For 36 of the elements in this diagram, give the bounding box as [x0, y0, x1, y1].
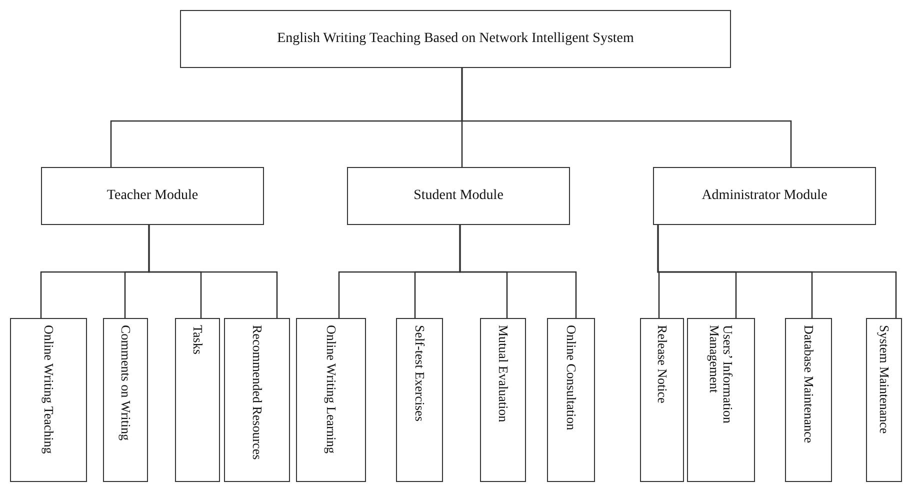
module-box [180, 10, 731, 68]
box-label: Online Writing Learning [324, 325, 338, 454]
box-label: English Writing Teaching Based on Network Intelligent System [277, 31, 634, 47]
box-label: System Maintenance [877, 325, 891, 434]
box-label: Administrator Module [702, 188, 828, 204]
function-box [547, 318, 595, 482]
box-label: Database Maintenance [802, 325, 816, 444]
box-label: Comments on Writing [118, 325, 132, 441]
box-label: Teacher Module [106, 188, 198, 204]
box-label: Student Module [414, 188, 504, 204]
function-box [175, 318, 220, 482]
connector-line [657, 225, 897, 318]
box-label: Release Notice [655, 325, 669, 404]
connector-line [148, 225, 278, 318]
box-label: Tasks [190, 325, 204, 354]
box-label: Online Consultation [564, 325, 578, 430]
function-box [224, 318, 290, 482]
box-label: Mutual Evaluation [496, 325, 510, 422]
function-box [687, 318, 755, 482]
box-label: Self-test Exercises [412, 325, 426, 422]
module-box [653, 167, 876, 225]
function-box [640, 318, 684, 482]
box-label: Users’ Information Management [707, 325, 735, 426]
function-box [296, 318, 366, 482]
box-label: Online Writing Teaching [42, 325, 56, 454]
function-box [866, 318, 902, 482]
module-box [41, 167, 264, 225]
function-box [103, 318, 148, 482]
connector-line [459, 225, 577, 318]
connector-line [461, 68, 792, 167]
function-box [785, 318, 832, 482]
function-box [10, 318, 87, 482]
box-label: Recommended Resources [250, 325, 264, 460]
function-box [480, 318, 526, 482]
function-box [396, 318, 443, 482]
module-box [347, 167, 570, 225]
